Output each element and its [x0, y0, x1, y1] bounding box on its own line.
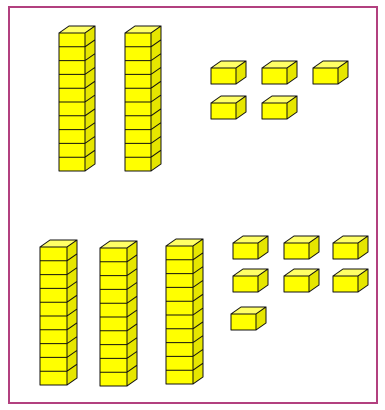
unit-cube	[333, 236, 368, 259]
ten-rod	[59, 26, 95, 171]
unit-cube	[284, 236, 319, 259]
unit-cube	[333, 269, 368, 292]
unit-cube	[233, 236, 268, 259]
unit-cube	[211, 96, 246, 119]
unit-cube	[284, 269, 319, 292]
unit-cube	[313, 61, 348, 84]
ten-rod	[166, 239, 203, 384]
unit-cube	[233, 269, 268, 292]
ten-rod	[125, 26, 161, 171]
unit-cube	[211, 61, 246, 84]
ten-rod	[100, 241, 137, 386]
unit-cube	[262, 96, 297, 119]
unit-cube	[262, 61, 297, 84]
ten-rod	[40, 240, 77, 385]
unit-cube	[231, 307, 266, 330]
